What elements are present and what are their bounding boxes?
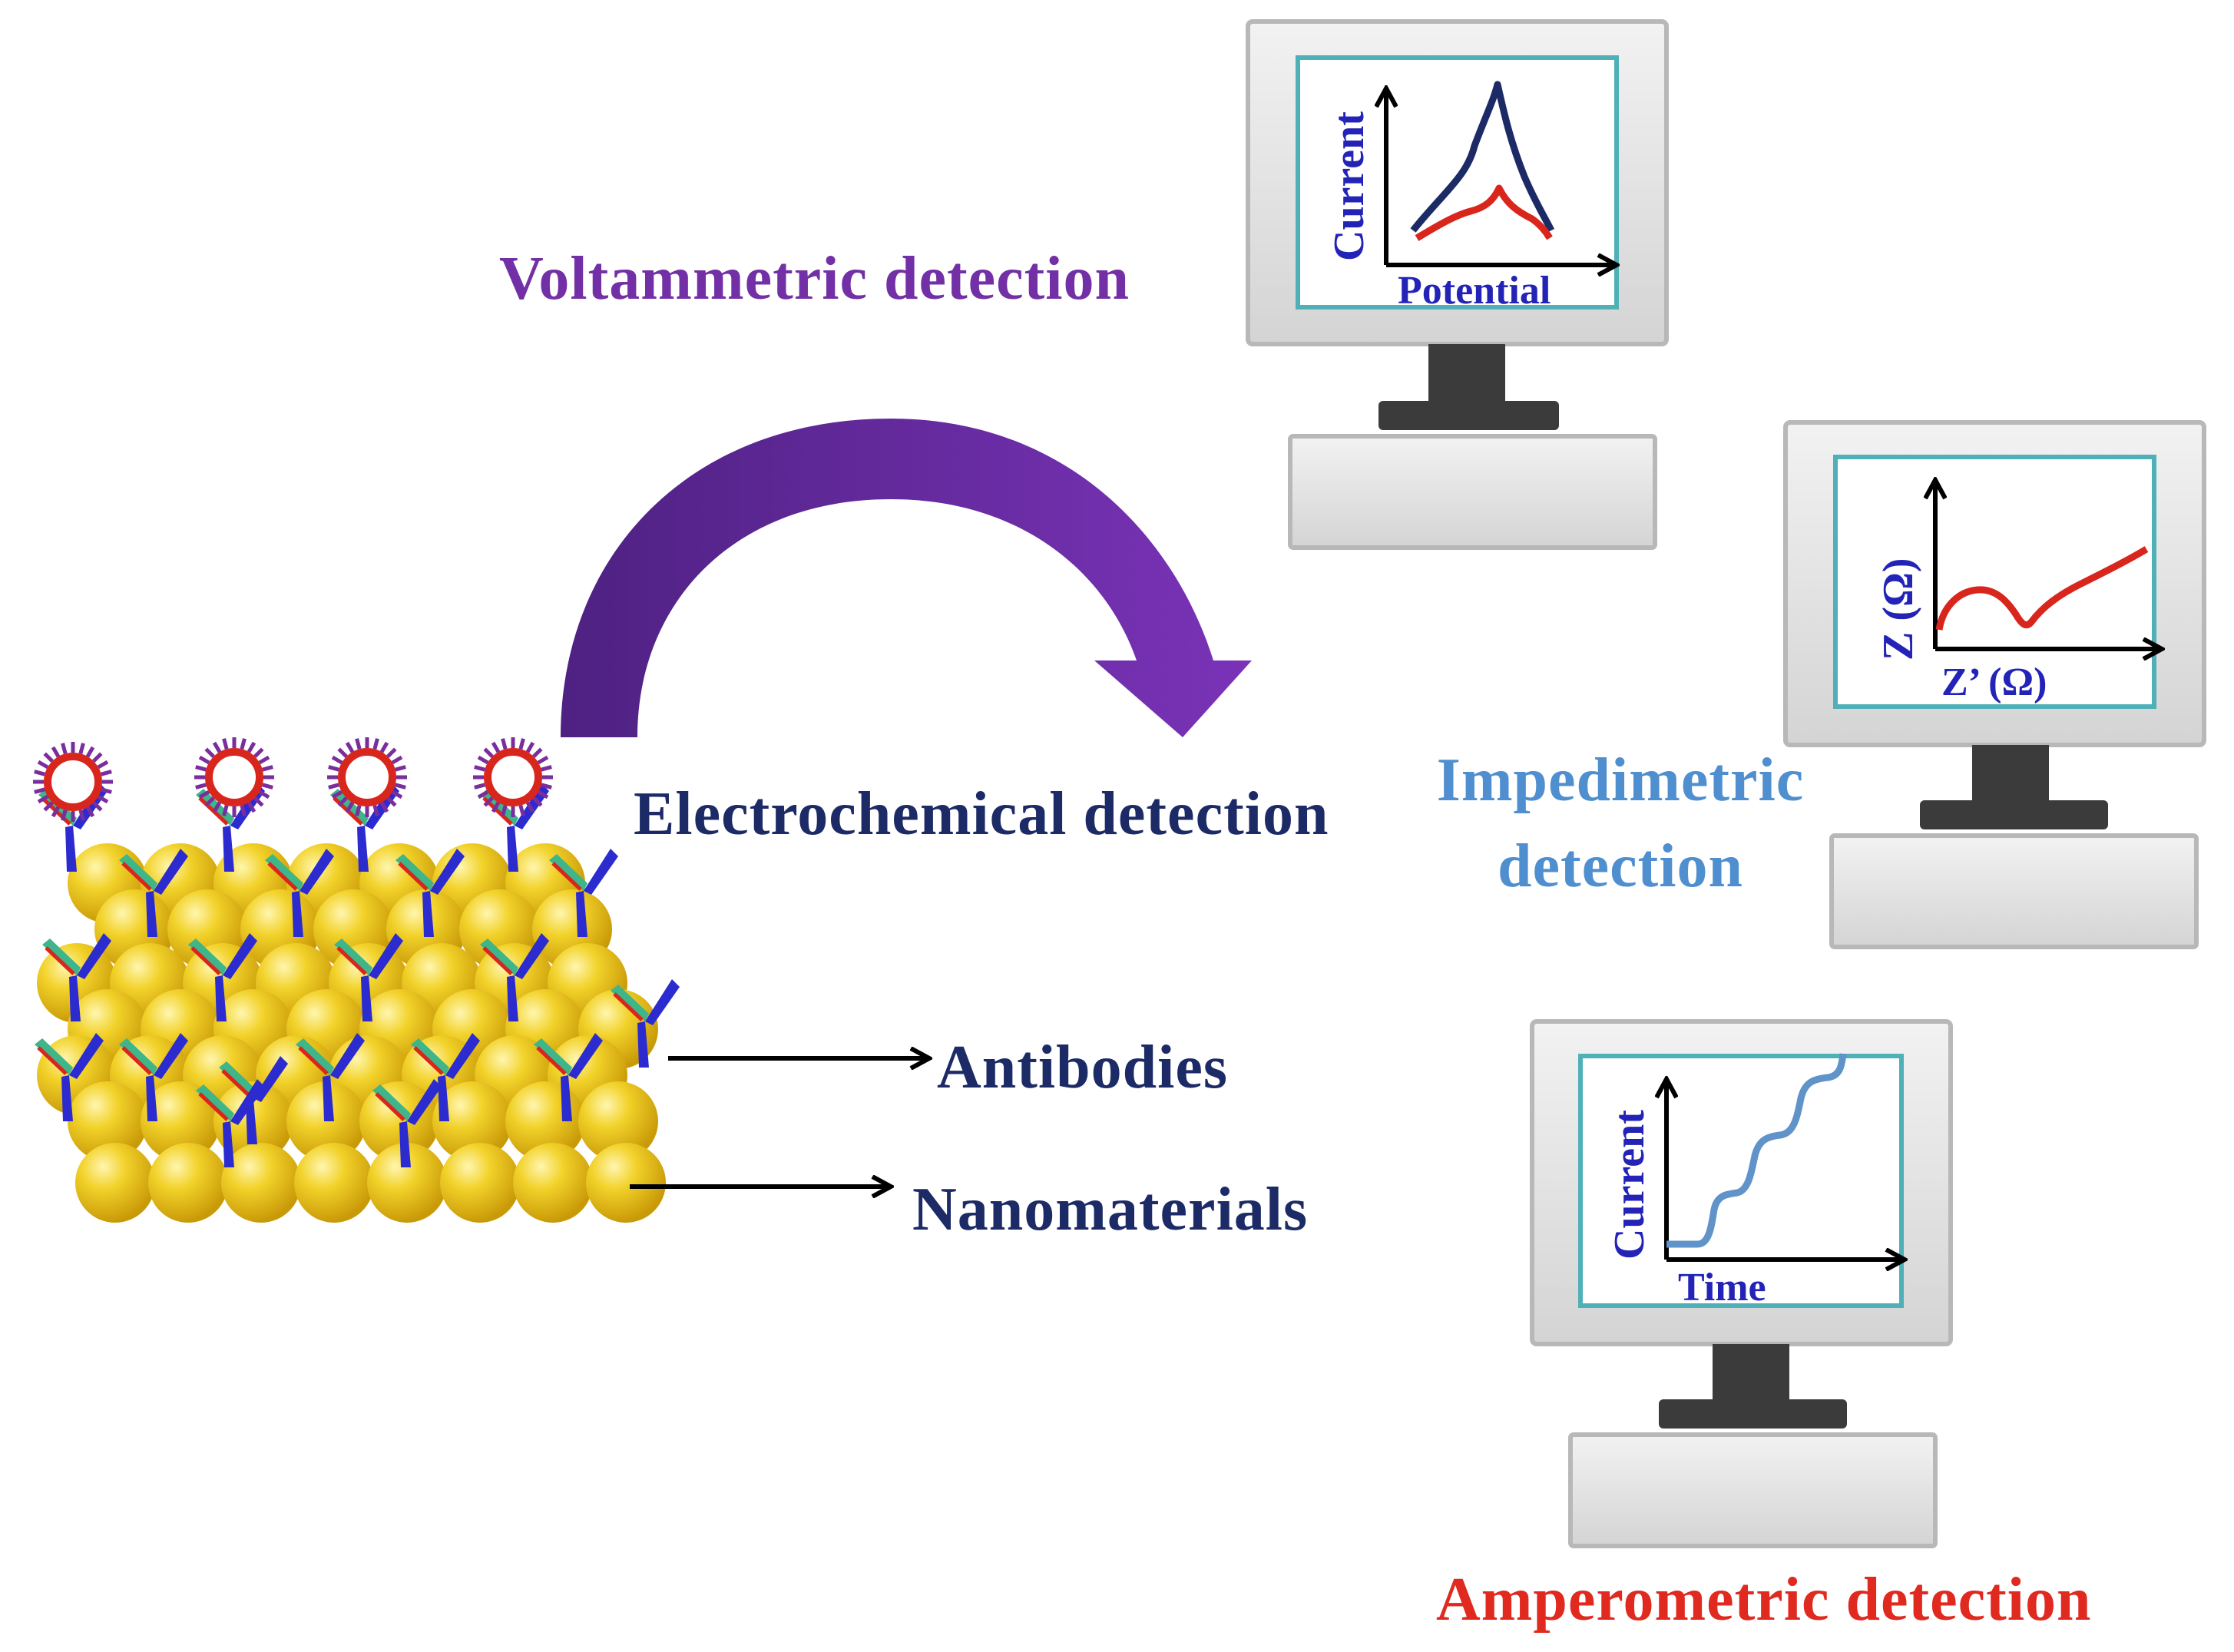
- antibody: [196, 1079, 265, 1167]
- voltammetry-oxidation-curve: [1410, 81, 1555, 233]
- gold-nanoparticle: [513, 1143, 593, 1223]
- amperometry-monitor: Current Time: [1530, 1019, 1953, 1548]
- gold-nanoparticle: [359, 1081, 439, 1161]
- electrochemical-detection-label: Electrochemical detection: [634, 780, 1329, 848]
- antibody: [480, 933, 549, 1021]
- antibody: [372, 1079, 442, 1167]
- voltammetry-monitor: Current Potential: [1246, 19, 1669, 550]
- antibodies-label: Antibodies: [937, 1034, 1228, 1101]
- antibody: [119, 849, 188, 937]
- gold-nanoparticle: [221, 1143, 301, 1223]
- amperometric-detection-label: Amperometric detection: [1436, 1566, 2092, 1634]
- gold-nanoparticle: [367, 1143, 447, 1223]
- antibody: [296, 1033, 365, 1121]
- amperometry-y-axis-label: Current: [1606, 1110, 1653, 1260]
- antibody: [411, 1033, 480, 1121]
- impedance-y-axis-label: Z (Ω): [1875, 558, 1922, 661]
- virus-particles: [33, 737, 553, 822]
- gold-nanoparticle: [75, 1143, 155, 1223]
- impedance-nyquist-curve: [1935, 546, 2149, 631]
- voltammetry-y-axis-label: Current: [1326, 111, 1373, 261]
- amperometry-current-curve: [1666, 1053, 1847, 1248]
- impedance-monitor: Z (Ω) Z’ (Ω): [1783, 420, 2206, 949]
- gold-nanoparticle: [586, 1143, 666, 1223]
- antibody: [265, 849, 334, 937]
- virus-particle: [327, 737, 407, 817]
- impedimetric-detection-label: Impedimetric detection: [1436, 747, 1805, 900]
- nanomaterials-label: Nanomaterials: [912, 1176, 1309, 1243]
- virus-particle: [33, 742, 113, 822]
- antibody: [119, 1033, 188, 1121]
- amperometry-x-axis-label: Time: [1678, 1266, 1766, 1309]
- gold-nanoparticle: [68, 1081, 147, 1161]
- gold-nanoparticle: [432, 1081, 512, 1161]
- voltammetry-x-axis-label: Potential: [1398, 269, 1551, 313]
- gold-nanoparticle: [294, 1143, 374, 1223]
- gold-nanoparticle: [148, 1143, 228, 1223]
- antibody: [188, 933, 257, 1021]
- antibody: [611, 979, 680, 1068]
- antibody-layer: [35, 783, 680, 1167]
- antibody: [42, 933, 111, 1021]
- antibody: [334, 933, 403, 1021]
- gold-nanoparticle: [578, 1081, 658, 1161]
- virus-particle: [194, 737, 274, 817]
- nanomaterial-particles: [37, 843, 666, 1223]
- antibody: [396, 849, 465, 937]
- impedance-x-axis-label: Z’ (Ω): [1941, 660, 2047, 704]
- voltammetry-reduction-curve: [1415, 184, 1553, 241]
- voltammetric-detection-label: Voltammetric detection: [499, 245, 1130, 313]
- antibody: [549, 849, 618, 937]
- antibody: [35, 1033, 104, 1121]
- gold-nanoparticle: [440, 1143, 520, 1223]
- antibody: [534, 1033, 603, 1121]
- gold-nanoparticle: [141, 1081, 220, 1161]
- curved-arrow: [561, 419, 1252, 737]
- virus-particle: [473, 737, 553, 817]
